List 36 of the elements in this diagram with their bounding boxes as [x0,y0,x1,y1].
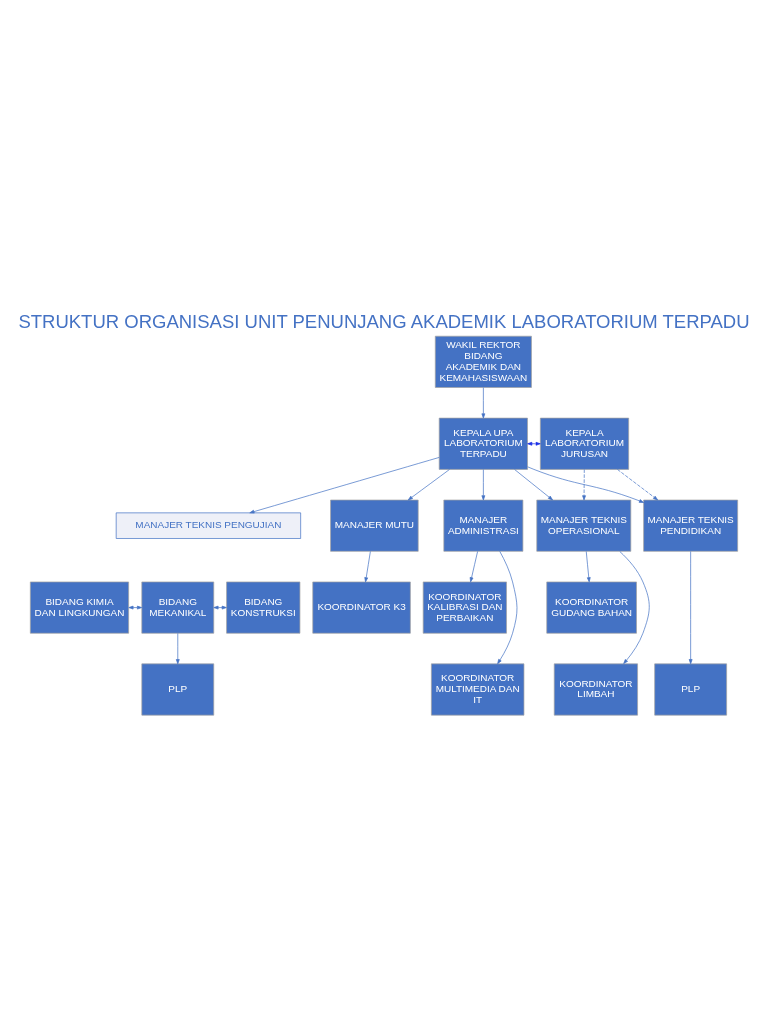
node-box: BIDANG KONSTRUKSI [226,581,301,634]
arrow [364,550,371,582]
arrow [582,468,586,500]
node-box: PLP [654,663,727,715]
arrow [481,386,486,418]
node-box: KOORDINATOR MULTIMEDIA DAN IT [431,663,525,715]
node-box: KOORDINATOR LIMBAH [553,663,638,715]
node-box: PLP [141,663,215,715]
arrow [249,456,440,513]
node-box: KEPALA UPA LABORATORIUM TERPADU [438,417,528,470]
arrow [617,468,659,500]
node-box: MANAJER TEKNIS PENGUJIAN [115,512,301,539]
arrow [175,632,180,664]
node-box: MANAJER TEKNIS OPERASIONAL [536,499,632,552]
node-box: MANAJER MUTU [330,499,419,552]
arrow [497,550,518,664]
arrow [527,441,541,446]
arrow [688,550,693,664]
diagram-title: STRUKTUR ORGANISASI UNIT PENUNJANG AKADEMIK LABORATORIUM TERPADU [18,310,750,332]
node-box: KOORDINATOR KALIBRASI DAN PERBAIKAN [422,581,507,634]
node-box: KOORDINATOR K3 [312,581,411,634]
arrow [619,550,650,664]
arrow [527,465,644,503]
arrow [407,468,450,500]
arrow [514,468,553,500]
node-box: MANAJER TEKNIS PENDIDIKAN [643,499,738,552]
node-box: WAKIL REKTOR BIDANG AKADEMIK DAN KEMAHASISWAAN [434,335,532,388]
node-box: BIDANG KIMIA DAN LINGKUNGAN [30,581,129,634]
arrow [469,550,478,582]
node-box: BIDANG MEKANIKAL [141,581,215,634]
node-box: KOORDINATOR GUDANG BAHAN [546,581,637,634]
node-box: KEPALA LABORATORIUM JURUSAN [540,417,630,470]
arrow [481,468,486,500]
arrow [128,605,142,609]
arrow [585,550,591,582]
node-box: MANAJER ADMINISTRASI [443,499,524,552]
